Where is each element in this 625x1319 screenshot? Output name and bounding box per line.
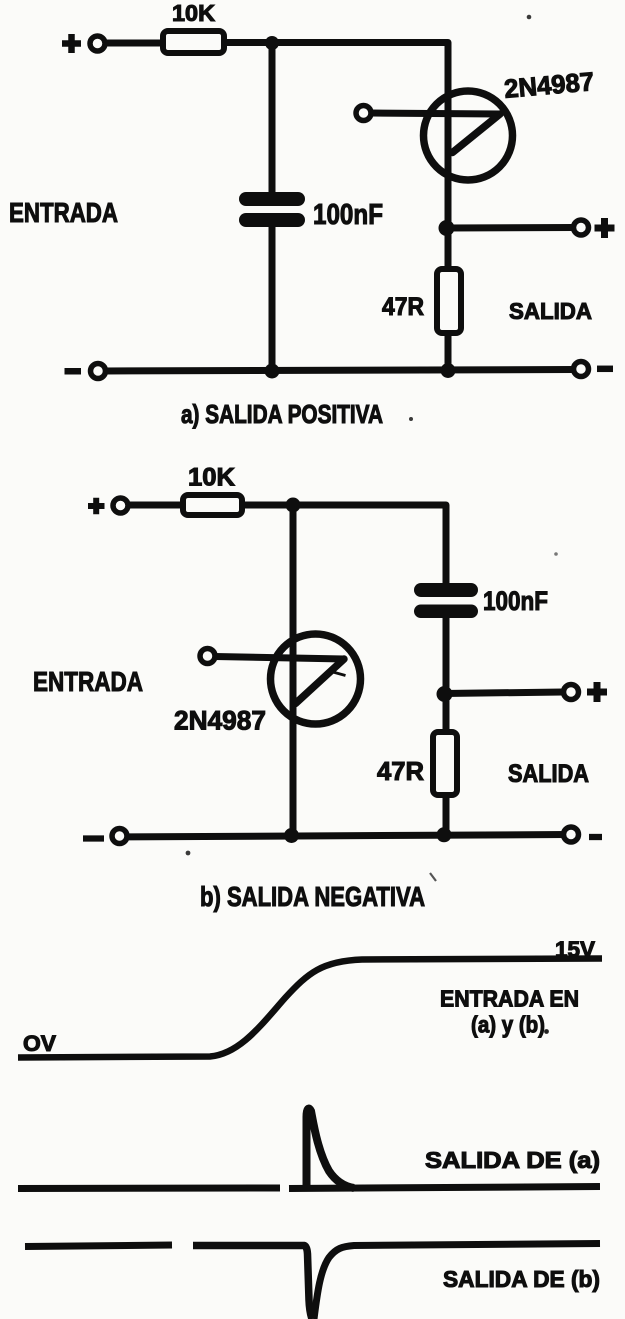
svg-text:47R: 47R xyxy=(377,756,424,786)
svg-text:OV: OV xyxy=(23,1031,56,1056)
svg-text:SALIDA DE (a): SALIDA DE (a) xyxy=(425,1147,600,1173)
svg-text:b) SALIDA NEGATIVA: b) SALIDA NEGATIVA xyxy=(200,881,425,912)
svg-text:10K: 10K xyxy=(172,0,215,26)
svg-text:a) SALIDA POSITIVA: a) SALIDA POSITIVA xyxy=(181,399,383,429)
svg-text:ENTRADA EN: ENTRADA EN xyxy=(440,986,579,1012)
svg-text:ENTRADA: ENTRADA xyxy=(33,666,143,697)
svg-text:SALIDA DE (b): SALIDA DE (b) xyxy=(443,1266,600,1292)
svg-text:100nF: 100nF xyxy=(483,586,548,616)
svg-text:100nF: 100nF xyxy=(313,199,383,231)
svg-text:SALIDA: SALIDA xyxy=(508,760,589,788)
svg-text:2N4987: 2N4987 xyxy=(174,706,266,736)
svg-text:10K: 10K xyxy=(188,464,235,492)
svg-text:ENTRADA: ENTRADA xyxy=(9,197,118,228)
svg-text:(a) y (b): (a) y (b) xyxy=(471,1012,545,1038)
svg-text:47R: 47R xyxy=(382,293,424,321)
svg-text:15V: 15V xyxy=(555,937,595,962)
svg-text:SALIDA: SALIDA xyxy=(509,298,592,324)
